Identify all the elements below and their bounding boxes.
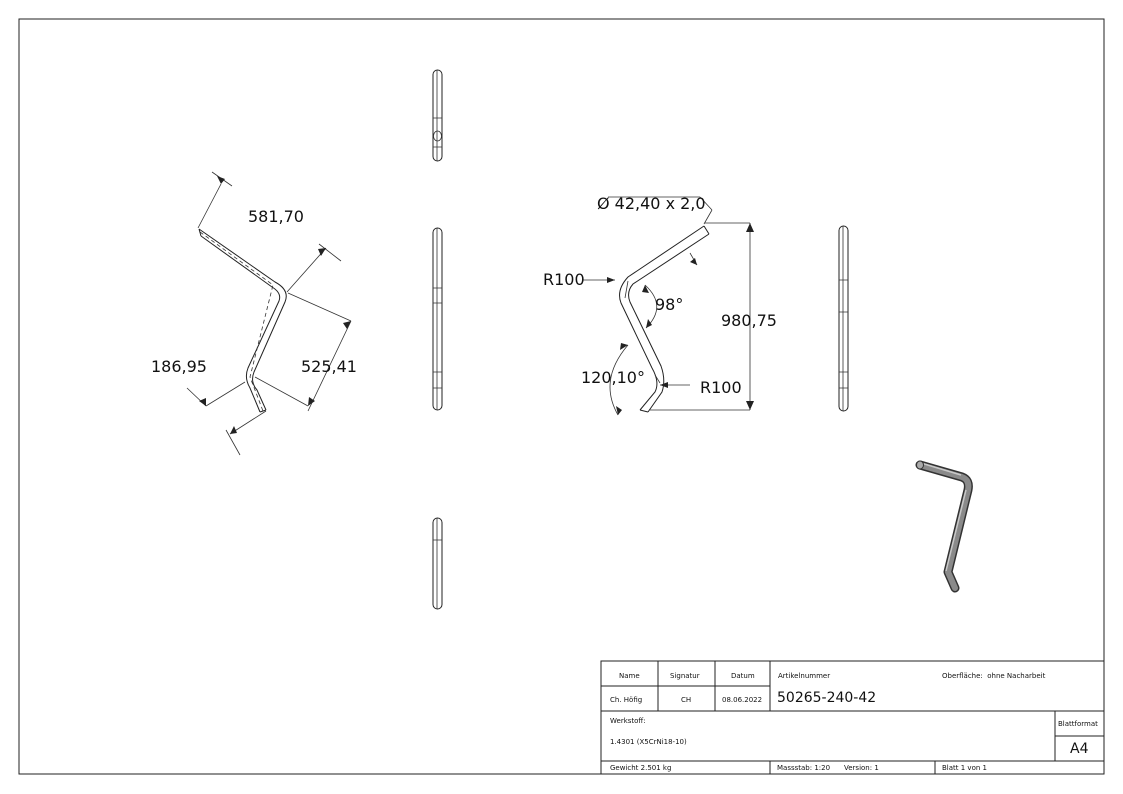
blattformat-label: Blattformat	[1058, 720, 1098, 728]
edge-view-right-tube	[838, 225, 849, 412]
value-signatur: CH	[681, 696, 691, 704]
isometric-tube-fill	[917, 462, 972, 591]
edge-view-bottom-tube	[432, 517, 443, 610]
edge-view-bottom-seams	[433, 518, 442, 609]
edge-view-middle	[432, 227, 443, 411]
value-datum: 08.06.2022	[722, 696, 762, 704]
isometric-view	[915, 460, 973, 593]
front-view-tube	[619, 225, 710, 413]
title-block-frame	[600, 660, 1105, 775]
header-signatur: Signatur	[670, 672, 700, 680]
artikelnummer: 50265-240-42	[777, 690, 876, 706]
dim-length-bottom: 186,95	[151, 357, 207, 376]
edge-view-right-seams	[839, 226, 848, 411]
dim-height: 980,75	[721, 311, 777, 330]
sheet-border	[18, 18, 1105, 775]
werkstoff-label: Werkstoff:	[610, 717, 646, 725]
gewicht: Gewicht 2.501 kg	[610, 764, 671, 772]
edge-view-top	[432, 69, 443, 162]
dim-length-middle: 525,41	[301, 357, 357, 376]
dim-radius-bottom: R100	[700, 378, 742, 397]
front-view-bend-marks	[624, 280, 661, 384]
werkstoff: 1.4301 (X5CrNi18-10)	[610, 738, 687, 746]
version: Version: 1	[844, 764, 879, 772]
edge-view-middle-tube	[432, 227, 443, 411]
blattformat: A4	[1070, 741, 1089, 757]
side-view-tube	[198, 228, 287, 413]
title-block-grid	[601, 661, 1104, 774]
edge-view-top-hole	[433, 130, 442, 142]
value-name: Ch. Höfig	[610, 696, 642, 704]
front-view-dim-lines	[583, 196, 751, 416]
isometric-tube-highlight	[920, 462, 967, 572]
side-view-centerline	[199, 231, 274, 412]
edge-view-middle-seams	[433, 228, 442, 410]
oberflaeche: Oberfläche: ohne Nacharbeit	[942, 672, 1046, 680]
header-name: Name	[619, 672, 640, 680]
dim-length-top: 581,70	[248, 207, 304, 226]
side-view: 581,70 525,41 186,95	[151, 171, 357, 456]
dim-angle-top: 98°	[655, 295, 683, 314]
edge-view-top-seams	[433, 70, 442, 161]
title-block: Name Signatur Datum Ch. Höfig CH 08.06.2…	[600, 660, 1105, 775]
header-datum: Datum	[731, 672, 755, 680]
blatt: Blatt 1 von 1	[942, 764, 987, 772]
front-view: Ø 42,40 x 2,0 R100 R100 98° 120,10° 980,…	[543, 194, 777, 416]
dim-tube-size: Ø 42,40 x 2,0	[597, 194, 706, 213]
edge-view-right	[838, 225, 849, 412]
dim-angle-bottom: 120,10°	[581, 368, 645, 387]
edge-view-top-tube	[432, 69, 443, 162]
isometric-tube-end	[916, 460, 924, 470]
massstab: Massstab: 1:20	[777, 764, 830, 772]
dim-radius-top: R100	[543, 270, 585, 289]
artikelnummer-label: Artikelnummer	[778, 672, 830, 680]
edge-view-bottom	[432, 517, 443, 610]
